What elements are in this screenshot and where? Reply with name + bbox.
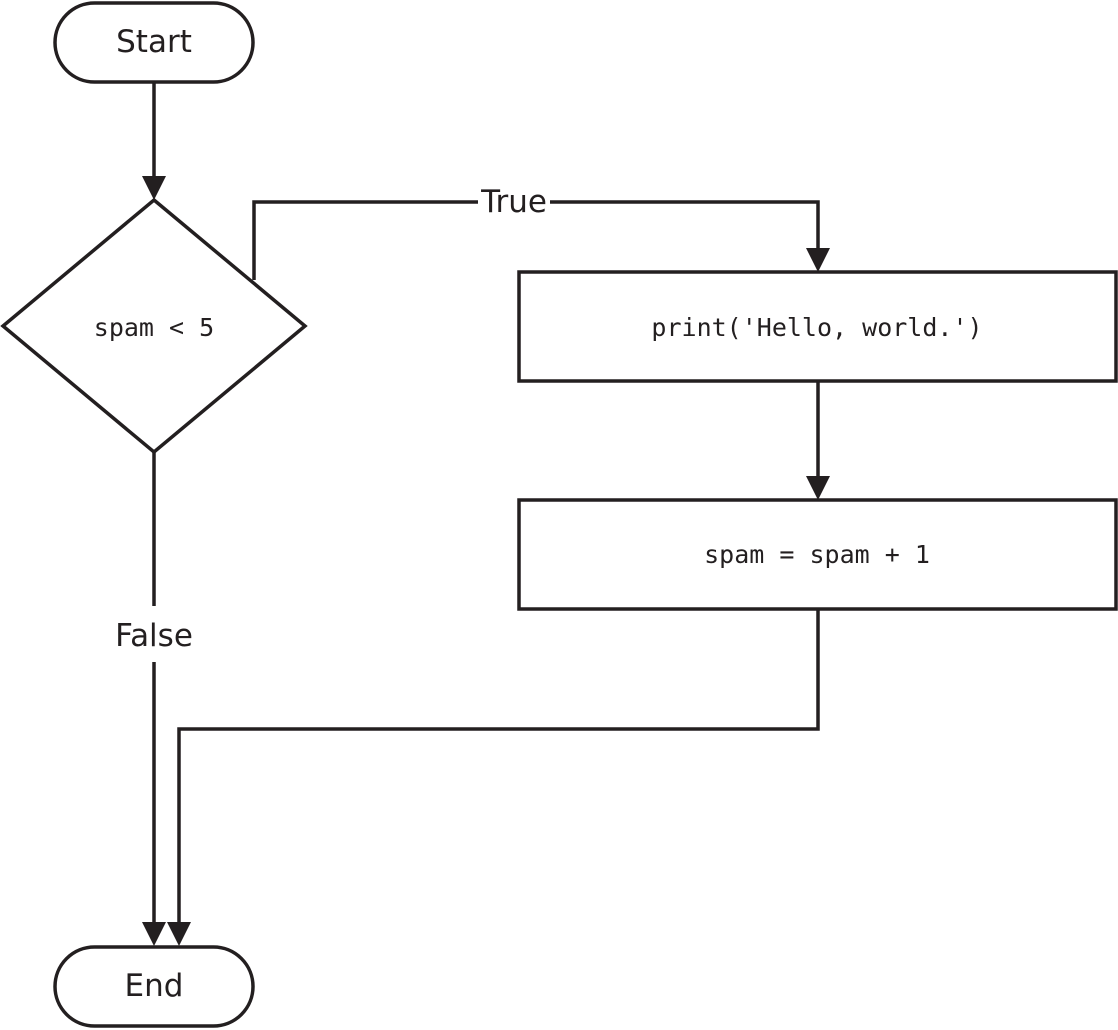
true-label: True (480, 184, 547, 220)
end-label: End (125, 968, 184, 1004)
start-node: Start (53, 1, 255, 84)
end-node: End (53, 945, 255, 1028)
edge-true-branch: True (252, 184, 830, 280)
edge-increment-to-end (167, 609, 820, 946)
edge-false-branch: False (115, 452, 193, 946)
false-label: False (115, 618, 193, 654)
arrowhead (167, 922, 191, 946)
arrowhead (806, 248, 830, 272)
increment-process-label: spam = spam + 1 (704, 540, 930, 569)
edge-start-to-condition (142, 82, 166, 200)
arrowhead (142, 922, 166, 946)
decision-label: spam < 5 (94, 313, 214, 342)
decision-node: spam < 5 (0, 197, 308, 455)
start-label: Start (116, 24, 192, 60)
arrowhead (142, 176, 166, 200)
increment-process-node: spam = spam + 1 (517, 498, 1118, 611)
print-process-label: print('Hello, world.') (651, 313, 982, 342)
edge-print-to-increment (806, 381, 830, 500)
print-process-node: print('Hello, world.') (517, 270, 1118, 383)
arrowhead (806, 476, 830, 500)
